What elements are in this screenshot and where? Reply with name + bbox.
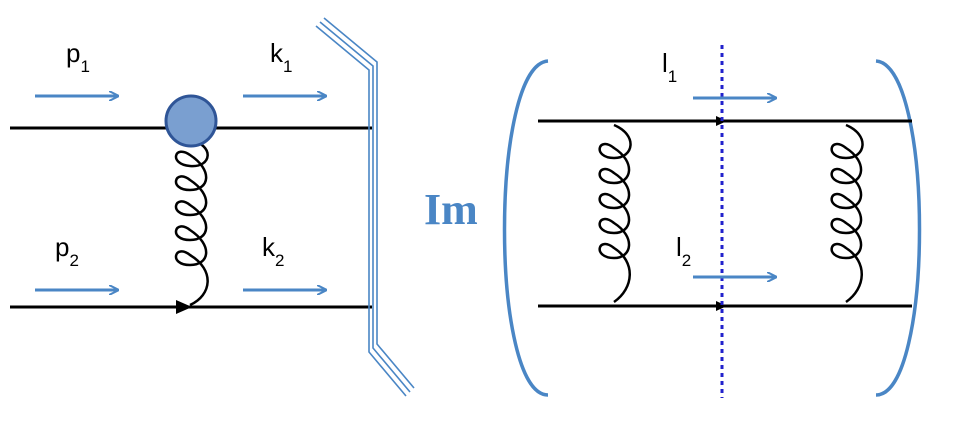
fermion-arrowhead-lower — [716, 301, 727, 311]
vertex-blob — [164, 94, 218, 148]
gluon-line-right — [830, 123, 864, 304]
momentum-label-k2: k2 — [262, 232, 284, 270]
momentum-label-k1: k1 — [270, 38, 292, 76]
left-bracket — [502, 59, 549, 397]
right-bracket — [875, 59, 922, 397]
momentum-label-l1: l1 — [662, 48, 677, 86]
cut-line — [315, 17, 415, 397]
momentum-label-l2: l2 — [676, 232, 691, 270]
momentum-label-p2: p2 — [55, 232, 79, 270]
momentum-label-p1: p1 — [66, 38, 90, 76]
left-diagram: p1 k1 p2 k2 — [10, 17, 415, 397]
fermion-arrowhead — [176, 300, 192, 314]
gluon-line-left — [598, 123, 632, 304]
right-diagram: l1 l2 — [502, 45, 922, 398]
imaginary-part-label: Im — [424, 185, 478, 234]
gluon-line — [174, 138, 209, 307]
